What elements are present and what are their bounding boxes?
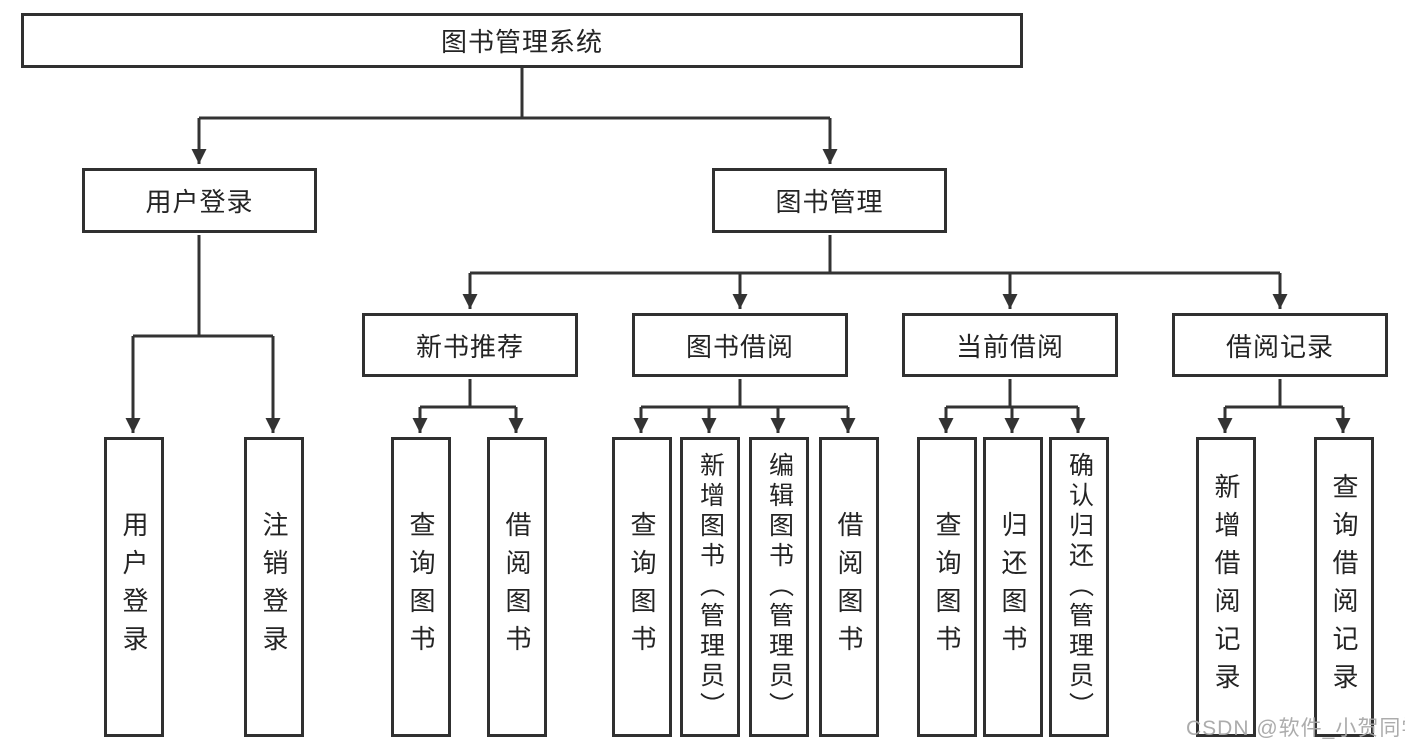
- trunk-root: [199, 66, 830, 120]
- node-current-borrow-label: 当前借阅: [955, 331, 1064, 362]
- node-user-login: 用户登录: [82, 168, 317, 233]
- node-book-management: 图书管理: [712, 168, 947, 233]
- leaf-cb-return-book: 归还图书: [983, 437, 1043, 737]
- node-new-book-recommend-label: 新书推荐: [415, 331, 524, 362]
- leaf-nb-borrow-book: 借阅图书: [487, 437, 547, 737]
- leaf-cb-return-book-label: 归还图书: [998, 511, 1028, 663]
- leaf-nb-borrow-book-label: 借阅图书: [502, 511, 532, 663]
- trunk-current-borrow: [946, 379, 1078, 409]
- node-book-borrow-label: 图书借阅: [685, 331, 794, 362]
- leaf-br-add-record: 新增借阅记录: [1196, 437, 1256, 737]
- leaf-br-add-record-label: 新增借阅记录: [1211, 473, 1241, 701]
- leaf-nb-query-book: 查询图书: [391, 437, 451, 737]
- leaf-bb-edit-book-admin-label: 编辑图书（管理员）: [765, 452, 794, 722]
- leaf-cb-query-book: 查询图书: [917, 437, 977, 737]
- node-new-book-recommend: 新书推荐: [362, 313, 578, 377]
- node-root-label: 图书管理系统: [440, 27, 603, 57]
- node-book-borrow: 图书借阅: [632, 313, 848, 377]
- trunk-user-login: [133, 235, 273, 338]
- leaf-bb-add-book-admin-label: 新增图书（管理员）: [696, 452, 725, 722]
- node-borrow-record-label: 借阅记录: [1225, 331, 1334, 362]
- leaf-br-query-record: 查询借阅记录: [1314, 437, 1374, 737]
- leaf-bb-borrow-book: 借阅图书: [819, 437, 879, 737]
- leaf-nb-query-book-label: 查询图书: [406, 511, 436, 663]
- node-current-borrow: 当前借阅: [902, 313, 1118, 377]
- trunk-book-borrow: [641, 379, 848, 409]
- leaf-bb-query-book: 查询图书: [612, 437, 672, 737]
- trunk-book-mgmt: [470, 235, 1280, 275]
- trunk-new-book: [420, 379, 516, 409]
- leaf-br-query-record-label: 查询借阅记录: [1329, 473, 1359, 701]
- leaf-cb-confirm-return-admin: 确认归还（管理员）: [1049, 437, 1109, 737]
- leaf-cb-confirm-return-admin-label: 确认归还（管理员）: [1065, 452, 1094, 722]
- leaf-bb-query-book-label: 查询图书: [627, 511, 657, 663]
- leaf-bb-add-book-admin: 新增图书（管理员）: [680, 437, 740, 737]
- leaf-cb-query-book-label: 查询图书: [932, 511, 962, 663]
- csdn-watermark: CSDN @软件_小贺同学: [1186, 717, 1405, 740]
- leaf-logout-label: 注销登录: [259, 511, 289, 663]
- leaf-user-login-label: 用户登录: [119, 511, 149, 663]
- leaf-user-login: 用户登录: [104, 437, 164, 737]
- leaf-bb-borrow-book-label: 借阅图书: [834, 511, 864, 663]
- leaf-bb-edit-book-admin: 编辑图书（管理员）: [749, 437, 809, 737]
- node-root: 图书管理系统: [21, 13, 1023, 68]
- trunk-borrow-record: [1225, 379, 1343, 409]
- leaf-logout: 注销登录: [244, 437, 304, 737]
- node-book-management-label: 图书管理: [775, 187, 884, 217]
- node-borrow-record: 借阅记录: [1172, 313, 1388, 377]
- node-user-login-label: 用户登录: [145, 187, 254, 217]
